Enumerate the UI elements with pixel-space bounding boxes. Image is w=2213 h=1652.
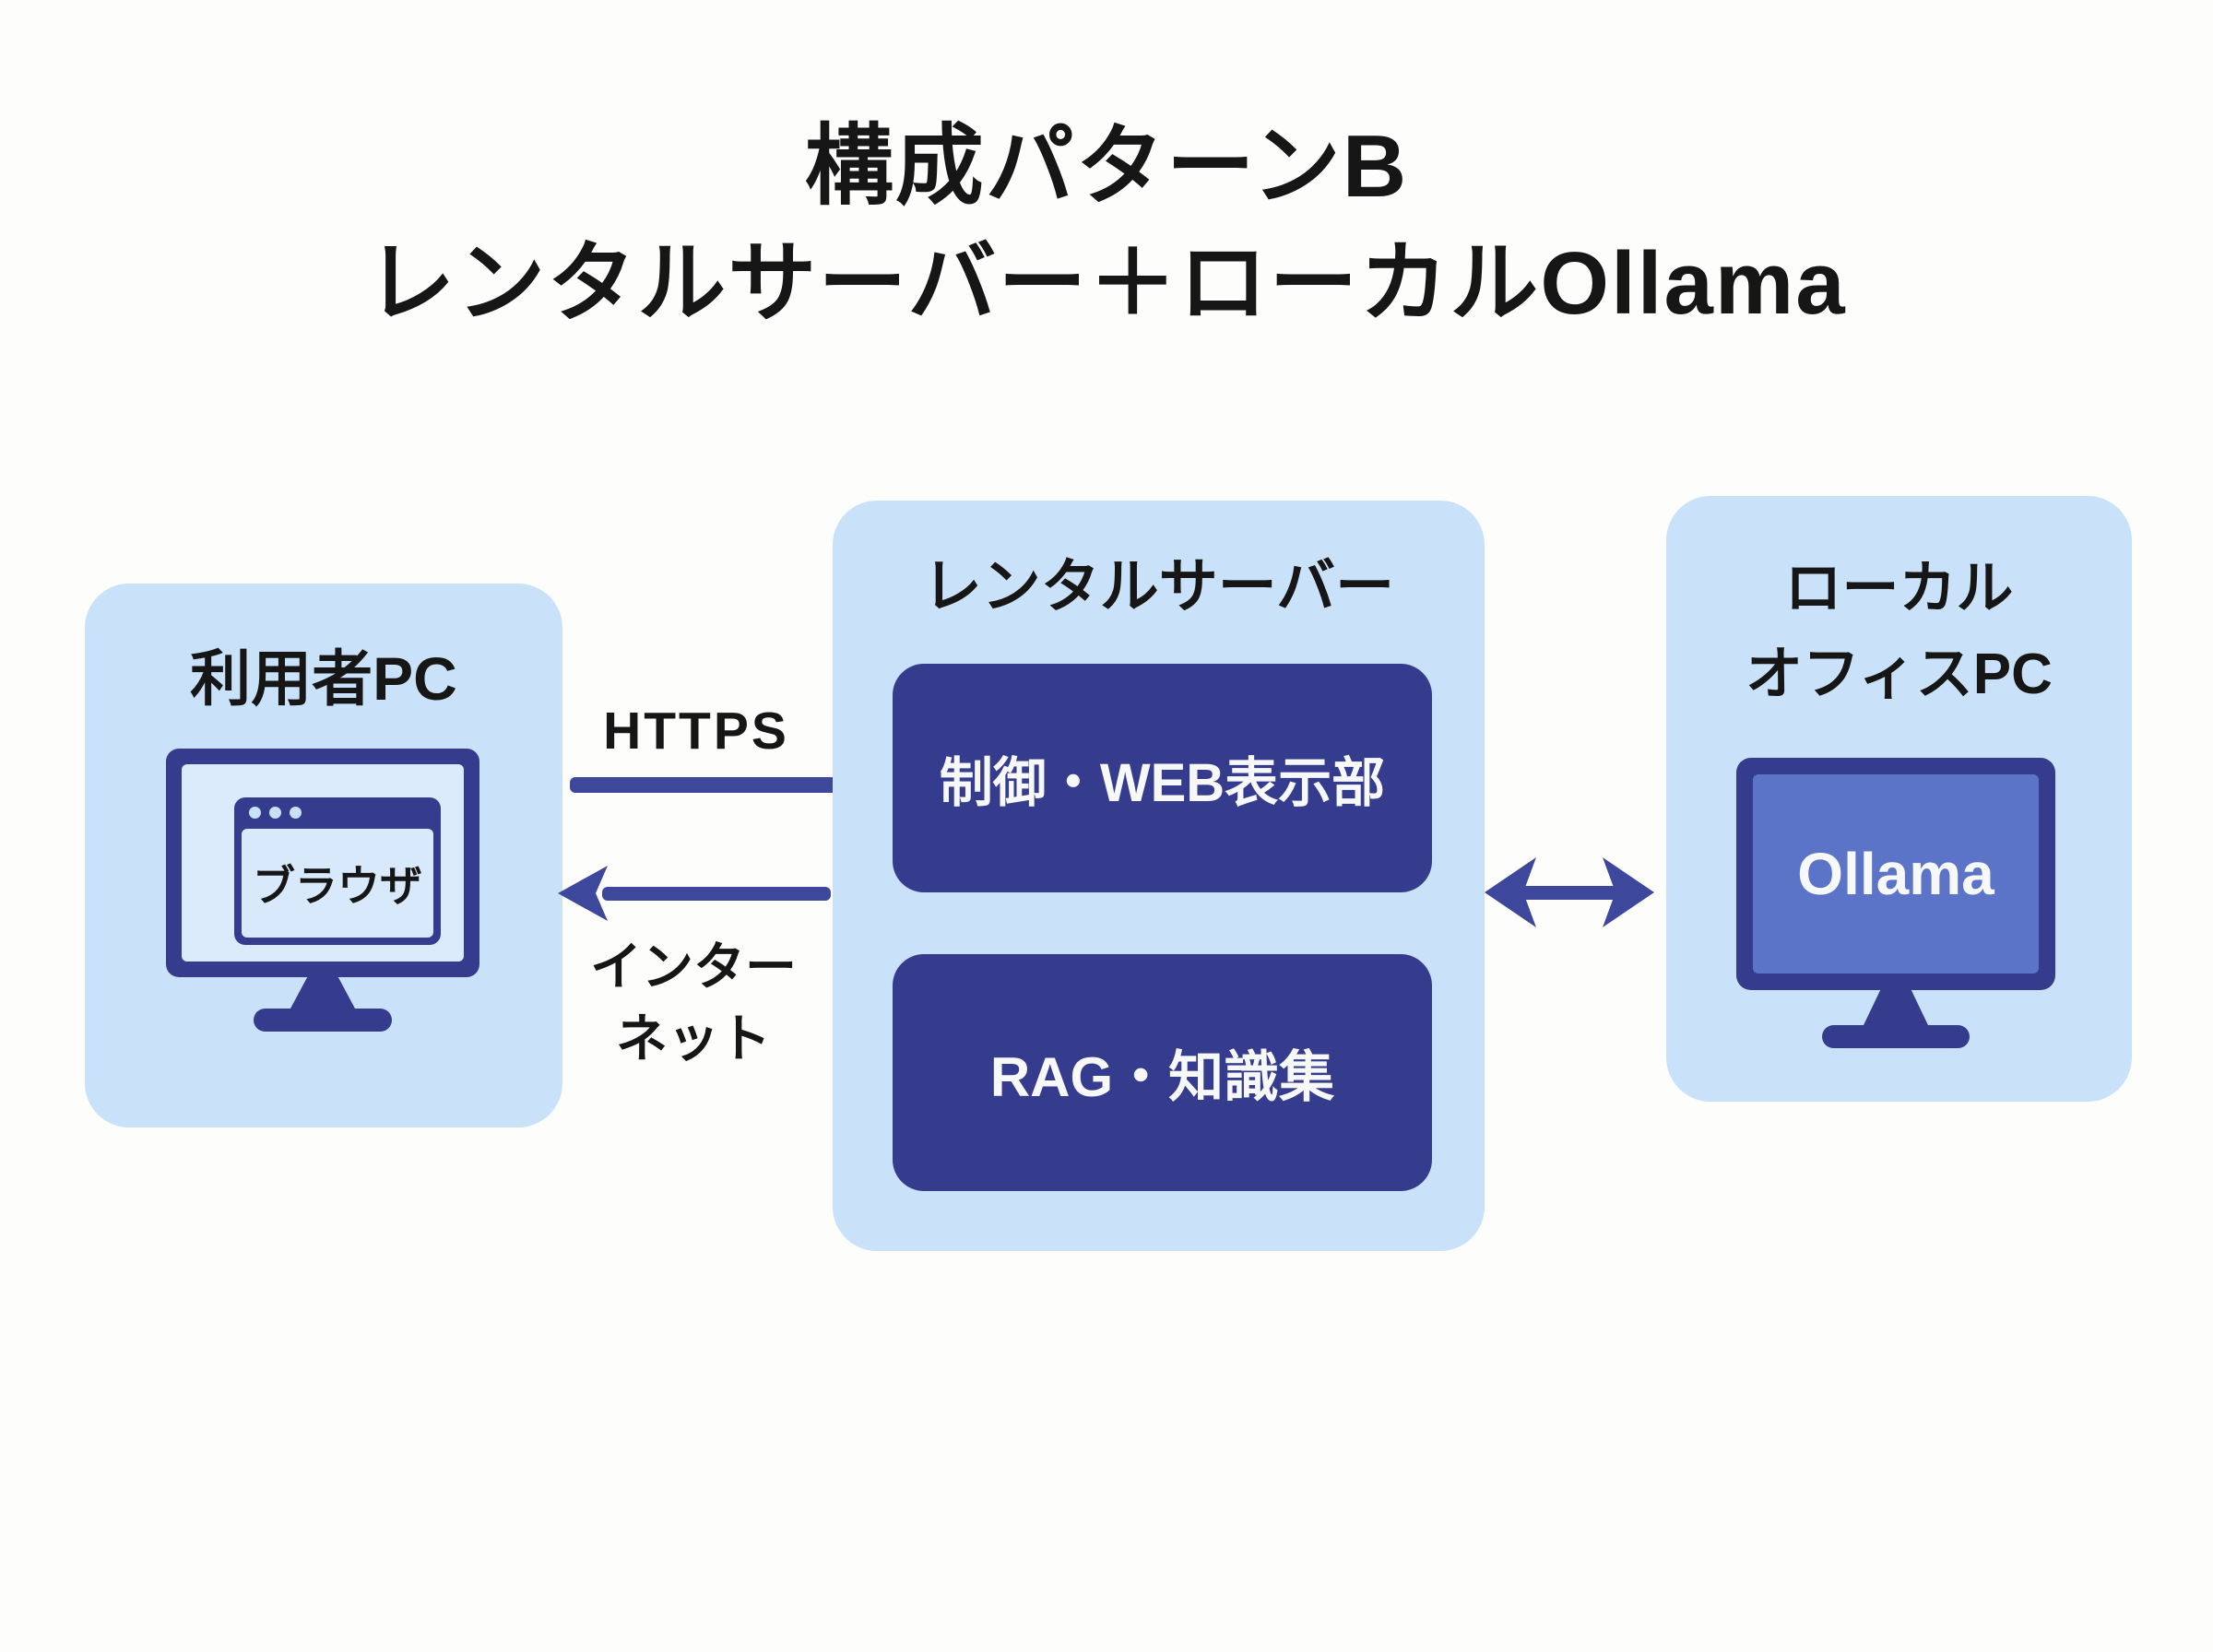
https-connection-label: HTTPS (603, 702, 789, 761)
rag-knowledge-module: RAG・知識集 (893, 954, 1432, 1191)
user-pc-label: 利用者PC (190, 644, 457, 713)
local-office-pc-label-line1: ローカル (1784, 557, 2014, 620)
monitor-stand-base (254, 1009, 392, 1032)
window-control-dot (269, 807, 281, 819)
diagram-title: 構成パターンB レンタルサーバー＋ローカルOllama (0, 109, 2213, 342)
monitor-stand-neck (290, 977, 355, 1009)
local-pc-monitor-icon: Ollama (1736, 758, 2055, 1048)
internet-label-line2: ネット (616, 1009, 771, 1068)
window-control-dot (290, 807, 302, 819)
browser-window: ブラウザ (234, 797, 441, 945)
monitor-screen: ブラウザ (182, 764, 464, 962)
internet-connection-label: インター ネット (546, 931, 841, 1076)
internet-label-line1: インター (590, 938, 797, 996)
monitor-stand-neck (1864, 990, 1928, 1025)
window-control-dot (249, 807, 261, 819)
monitor-screen: Ollama (1753, 774, 2039, 974)
internet-return-arrow-icon (556, 865, 833, 922)
control-web-display-label: 制御・WEB表示部 (939, 753, 1386, 813)
diagram-title-line2: レンタルサーバー＋ローカルOllama (366, 233, 1847, 333)
local-office-pc-label-line2: オフィスPC (1746, 643, 2053, 706)
browser-window-controls (249, 807, 302, 819)
monitor-stand-base (1822, 1025, 1970, 1048)
local-office-pc-panel: ローカル オフィスPC Ollama (1666, 496, 2132, 1102)
user-pc-panel: 利用者PC ブラウザ (85, 584, 562, 1127)
browser-label: ブラウザ (253, 862, 422, 910)
diagram-title-line1: 構成パターンB (804, 117, 1409, 216)
control-web-display-module: 制御・WEB表示部 (893, 664, 1432, 892)
ollama-label: Ollama (1797, 841, 1994, 907)
browser-content: ブラウザ (242, 829, 433, 938)
monitor-frame: Ollama (1736, 758, 2055, 990)
rental-server-label: レンタルサーバー (922, 553, 1395, 620)
user-pc-monitor-icon: ブラウザ (166, 749, 479, 1032)
monitor-frame: ブラウザ (166, 749, 479, 977)
bidirectional-arrow-icon (1481, 850, 1658, 935)
local-office-pc-label: ローカル オフィスPC (1666, 546, 2132, 717)
rental-server-panel: レンタルサーバー 制御・WEB表示部 RAG・知識集 (833, 501, 1485, 1251)
rag-knowledge-label: RAG・知識集 (989, 1046, 1335, 1108)
